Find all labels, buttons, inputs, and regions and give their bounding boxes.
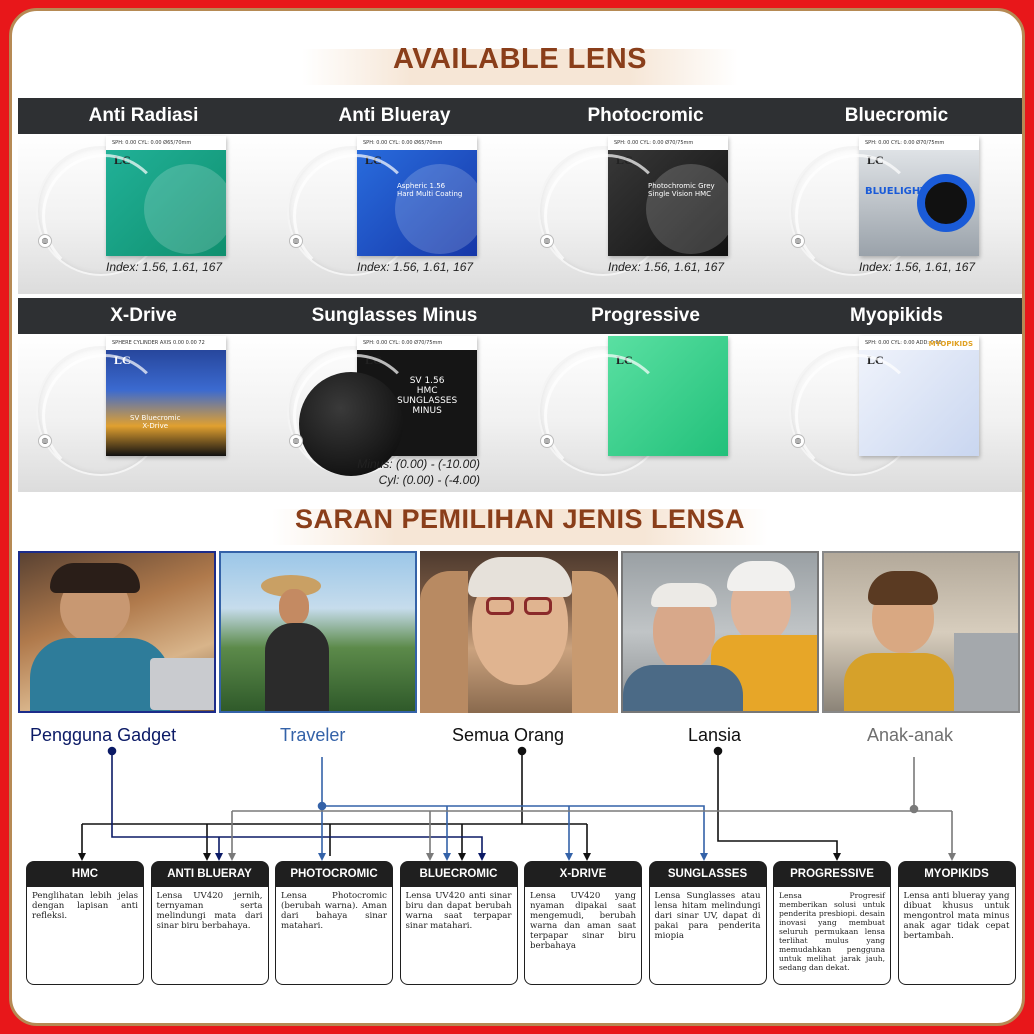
category-title-progressive: PROGRESSIVE xyxy=(773,861,891,887)
category-title-hmc: HMC xyxy=(26,861,144,887)
person-label-everyone: Semua Orang xyxy=(452,725,565,745)
feature-icon: ◍ xyxy=(540,234,554,248)
lens-highlight xyxy=(42,354,166,478)
photo-kids xyxy=(822,551,1020,713)
category-title-x-drive: X-DRIVE xyxy=(524,861,642,887)
feature-icon: ◍ xyxy=(791,434,805,448)
category-title-photocromic: PHOTOCROMIC xyxy=(275,861,393,887)
lines-kids xyxy=(231,757,953,856)
category-description: Lensa anti blueray yang dibuat khusus un… xyxy=(897,887,1016,985)
category-description: Lensa Photocromic (berubah warna). Aman … xyxy=(275,887,393,985)
category-title-myopikids: MYOPIKIDS xyxy=(897,861,1016,887)
box-prescription-strip: SPH: 0.00 CYL: 0.00 Ø70/75mm xyxy=(357,336,477,350)
saran-heading: SARAN PEMILIHAN JENIS LENSA xyxy=(294,504,746,534)
lens-title-myopikids: Myopikids xyxy=(850,305,943,326)
photo-elderly xyxy=(621,551,819,713)
lens-title-anti-radiasi: Anti Radiasi xyxy=(88,105,199,126)
category-title-bluecromic: BLUECROMIC xyxy=(399,861,518,887)
lines-gadget xyxy=(107,746,483,856)
box-product-text: MYOPIKIDS xyxy=(928,340,973,348)
category-description: Penglihatan lebih jelas dengan lapisan a… xyxy=(26,887,144,985)
connector-lines xyxy=(78,746,956,861)
box-product-text: SV 1.56 HMC SUNGLASSES MINUS xyxy=(397,376,458,416)
lens-highlight xyxy=(42,154,166,278)
lens-row-1-bar xyxy=(18,98,1022,134)
photo-everyone xyxy=(420,551,618,713)
feature-icon: ◍ xyxy=(791,234,805,248)
person-label-gadget: Pengguna Gadget xyxy=(30,725,177,745)
box-prescription-strip: SPH: 0.00 CYL: 0.00 Ø70/75mm xyxy=(859,136,979,150)
sunglasses-minus-range: Minus: (0.00) - (-10.00) xyxy=(357,457,480,471)
category-title-anti-blueray: ANTI BLUERAY xyxy=(150,861,269,887)
feature-icon: ◍ xyxy=(540,434,554,448)
feature-icon: ◍ xyxy=(38,234,52,248)
arrowheads xyxy=(78,853,956,861)
lens-index: Index: 1.56, 1.61, 167 xyxy=(859,260,976,274)
category-description: Lensa Progresif memberikan solusi untuk … xyxy=(773,887,891,985)
eye-graphic xyxy=(917,174,975,232)
box-prescription-strip: SPHERE CYLINDER AXIS 0.00 0.00 72 xyxy=(106,336,226,350)
feature-icon: ◍ xyxy=(289,434,303,448)
person-label-traveler: Traveler xyxy=(280,725,346,745)
lens-row-2-bar xyxy=(18,298,1022,334)
category-description: Lensa UV420 yang nyaman dipakai saat men… xyxy=(524,887,642,985)
person-label-kids: Anak-anak xyxy=(867,725,954,745)
lens-highlight xyxy=(293,354,417,478)
lens-highlight xyxy=(795,354,919,478)
lens-highlight xyxy=(795,154,919,278)
lens-highlight xyxy=(293,154,417,278)
person-label-elderly: Lansia xyxy=(688,725,742,745)
lens-title-x-drive: X-Drive xyxy=(110,305,177,326)
heading-band xyxy=(272,509,768,545)
lines-everyone xyxy=(81,746,588,856)
lines-traveler xyxy=(317,757,705,856)
sunglass-lens xyxy=(299,372,403,476)
lens-index: Index: 1.56, 1.61, 167 xyxy=(106,260,223,274)
box-prescription-strip: SPH: 0.00 CYL: 0.00 Ø65/70mm xyxy=(357,136,477,150)
lens-title-progressive: Progressive xyxy=(591,305,700,326)
available-lens-heading: AVAILABLE LENS xyxy=(392,43,648,75)
feature-icon: ◍ xyxy=(289,234,303,248)
lens-index: Index: 1.56, 1.61, 167 xyxy=(608,260,725,274)
photo-traveler xyxy=(219,551,417,713)
sunglasses-cyl-range: Cyl: (0.00) - (-4.00) xyxy=(378,473,480,487)
feature-icon: ◍ xyxy=(38,434,52,448)
category-title-sunglasses: SUNGLASSES xyxy=(648,861,767,887)
heading-band xyxy=(302,49,738,85)
lines-elderly xyxy=(713,746,838,856)
lens-index: Index: 1.56, 1.61, 167 xyxy=(357,260,474,274)
box-prescription-strip: SPH: 0.00 CYL: 0.00 ADD: 0.00 xyxy=(859,336,979,350)
category-description: Lensa UV420 anti sinar biru dan dapat be… xyxy=(399,887,518,985)
lens-title-bluecromic: Bluecromic xyxy=(844,105,949,126)
lens-title-photocromic: Photocromic xyxy=(587,105,704,126)
lens-highlight xyxy=(544,354,668,478)
box-prescription-strip: SPH: 0.00 CYL: 0.00 Ø70/75mm xyxy=(608,136,728,150)
lens-highlight xyxy=(544,154,668,278)
category-description: Lensa Sunglasses atau lensa hitam melind… xyxy=(648,887,767,985)
lens-title-sunglasses-minus: Sunglasses Minus xyxy=(311,305,478,326)
photo-gadget-user xyxy=(18,551,216,713)
box-prescription-strip: SPH: 0.00 CYL: 0.00 Ø65/70mm xyxy=(106,136,226,150)
category-description: Lensa UV420 jernih, ternyaman serta meli… xyxy=(150,887,269,985)
lens-title-anti-blueray: Anti Blueray xyxy=(338,105,451,126)
